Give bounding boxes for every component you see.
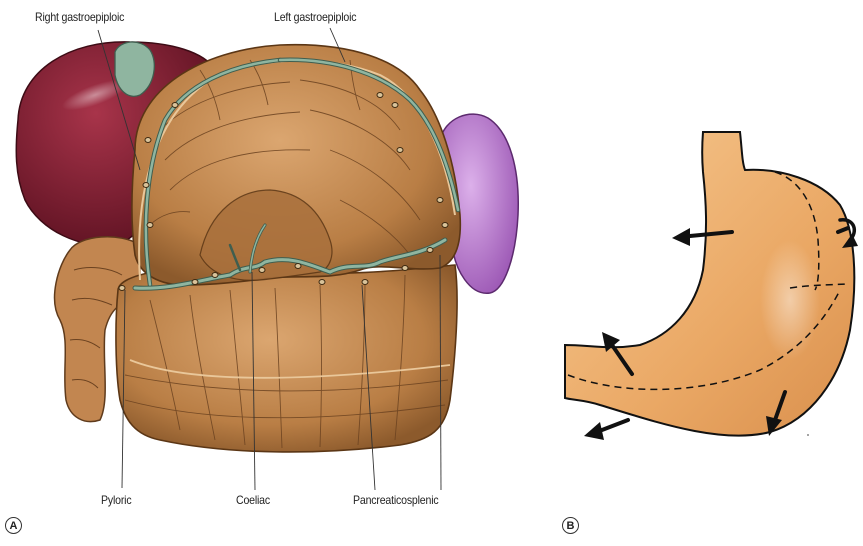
panel-a-illustration	[16, 28, 518, 490]
label-pyloric: Pyloric	[101, 493, 131, 507]
label-pancreaticosplenic: Pancreaticosplenic	[353, 493, 438, 507]
panel-b-illustration	[565, 132, 858, 440]
stomach-lower-shape	[116, 265, 457, 452]
panel-b-letter: B	[562, 517, 579, 534]
panel-a-letter: A	[5, 517, 22, 534]
label-left-gastroepiploic: Left gastroepiploic	[274, 10, 356, 24]
label-right-gastroepiploic: Right gastroepiploic	[35, 10, 124, 24]
label-coeliac: Coeliac	[236, 493, 270, 507]
